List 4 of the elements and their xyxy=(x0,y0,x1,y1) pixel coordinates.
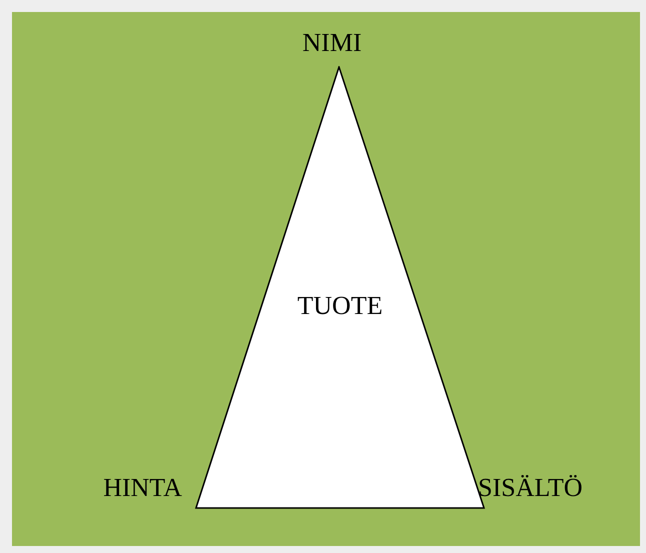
node-label: TUOTE xyxy=(297,291,383,321)
corner-label: HINTA xyxy=(102,473,182,503)
corner-label: NIMI xyxy=(301,28,363,58)
corner-label: SISÄLTÖ xyxy=(478,473,584,503)
